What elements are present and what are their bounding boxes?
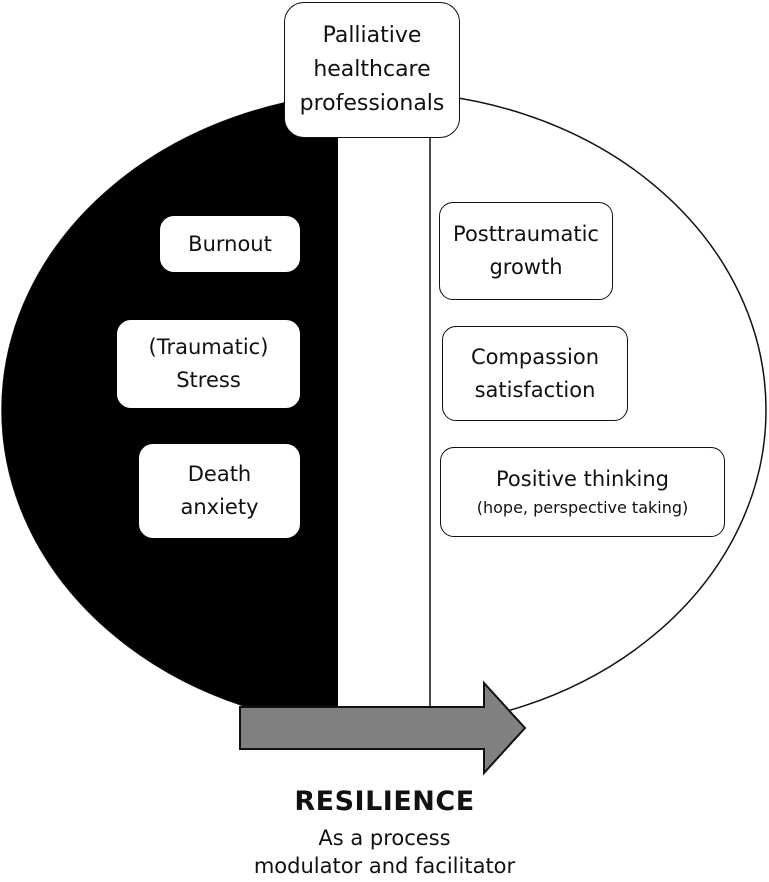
resilience-subtitle-line2: modulator and facilitator [253, 854, 516, 878]
box-compassion-satisfaction-line2: satisfaction [474, 377, 596, 402]
box-positive-thinking-line1: Positive thinking [496, 466, 669, 491]
box-traumatic-stress-line1: (Traumatic) [148, 335, 269, 360]
resilience-subtitle-line1: As a process [318, 826, 451, 850]
box-traumatic-stress-line2: Stress [176, 368, 241, 392]
top-box-healthcare-professionals: Palliative healthcare professionals [284, 2, 460, 138]
box-death-anxiety: Death anxiety [139, 444, 300, 538]
resilience-arrow [239, 680, 527, 776]
top-box-label: Palliative healthcare professionals [299, 22, 445, 117]
box-compassion-satisfaction: Compassion satisfaction [442, 326, 628, 421]
center-band [338, 100, 430, 720]
box-traumatic-stress: (Traumatic) Stress [117, 320, 300, 408]
box-posttraumatic-growth-line1: Posttraumatic [453, 222, 599, 247]
box-positive-thinking: Positive thinking (hope, perspective tak… [440, 447, 725, 537]
box-positive-thinking-sub: (hope, perspective taking) [476, 498, 689, 518]
box-burnout: Burnout [160, 216, 300, 272]
box-posttraumatic-growth: Posttraumatic growth [439, 202, 613, 300]
box-death-anxiety-line2: anxiety [180, 495, 259, 519]
box-posttraumatic-growth-line2: growth [489, 255, 563, 279]
resilience-title: RESILIENCE [294, 786, 475, 817]
box-death-anxiety-line1: Death [187, 462, 252, 487]
box-burnout-line1: Burnout [188, 231, 272, 256]
box-compassion-satisfaction-line1: Compassion [470, 344, 600, 369]
